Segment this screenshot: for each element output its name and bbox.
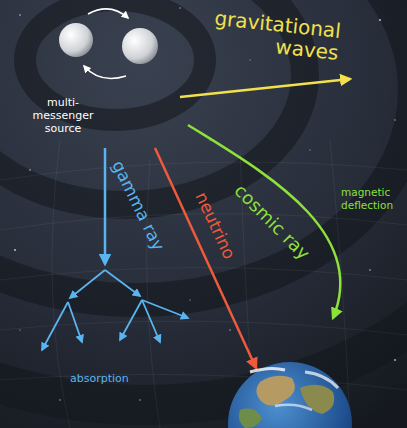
absorption-label: absorption — [70, 372, 160, 385]
source-label: multi-messenger source — [26, 96, 100, 135]
deflection-label: magnetic deflection — [341, 186, 405, 212]
